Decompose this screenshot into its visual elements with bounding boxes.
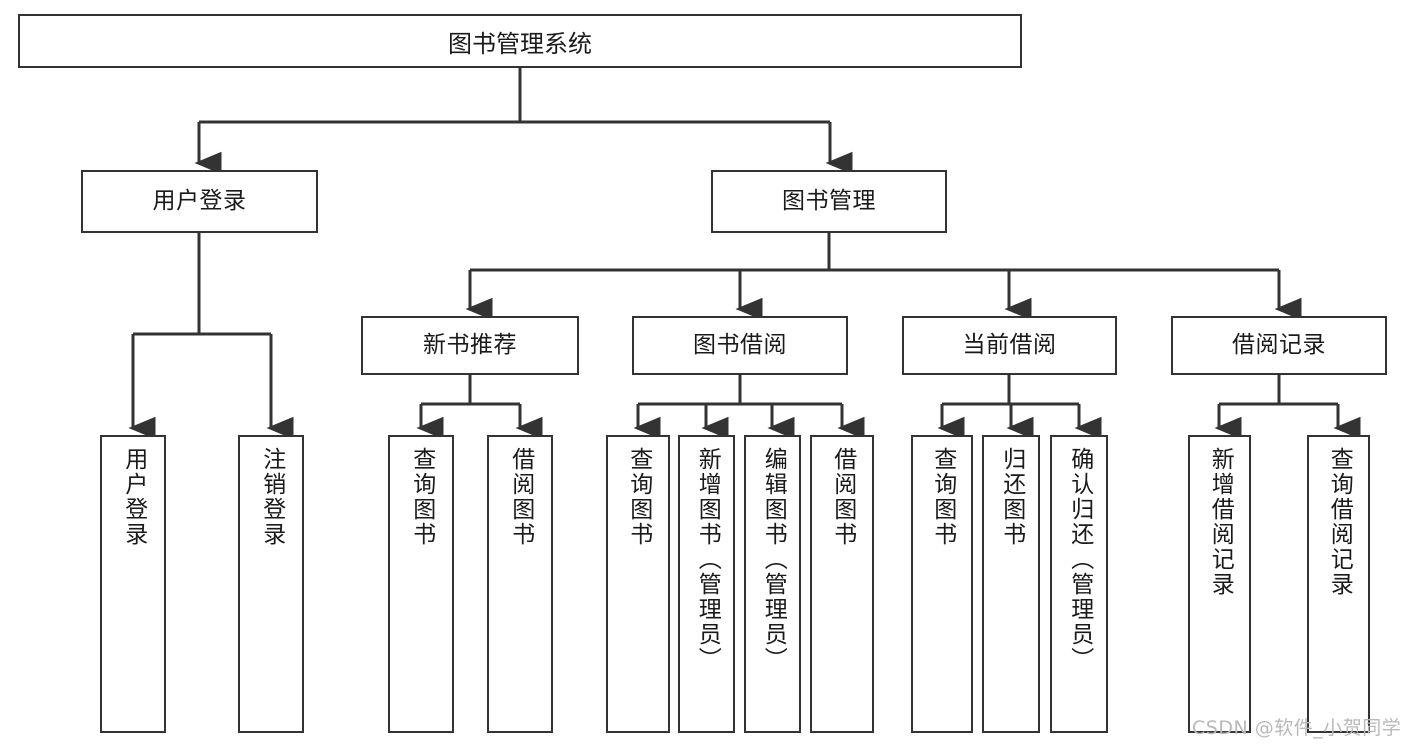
leaf-label: 借阅图书	[507, 447, 534, 547]
node-book-borrow[interactable]: 图书借阅	[632, 316, 848, 375]
node-root-label: 图书管理系统	[448, 29, 592, 58]
leaf-label: 归还图书	[998, 447, 1025, 547]
leaf-user-login[interactable]: 用户登录	[100, 435, 166, 733]
leaf-borrow-book-recommend[interactable]: 借阅图书	[487, 435, 553, 733]
leaf-label: 用户登录	[120, 447, 147, 547]
leaf-label: 编辑图书（管理员）	[760, 447, 787, 672]
node-book-management[interactable]: 图书管理	[711, 170, 947, 233]
node-borrow-records[interactable]: 借阅记录	[1171, 316, 1387, 375]
node-current-borrow[interactable]: 当前借阅	[902, 316, 1117, 375]
leaf-confirm-return-admin[interactable]: 确认归还（管理员）	[1050, 435, 1108, 733]
leaf-label: 确认归还（管理员）	[1066, 447, 1093, 672]
leaf-query-borrow-record[interactable]: 查询借阅记录	[1307, 435, 1370, 733]
leaf-add-book-admin[interactable]: 新增图书（管理员）	[678, 435, 735, 733]
node-borrow-records-label: 借阅记录	[1232, 331, 1326, 358]
leaf-label: 查询图书	[408, 447, 435, 547]
leaf-borrow-book[interactable]: 借阅图书	[810, 435, 874, 733]
leaf-logout-login[interactable]: 注销登录	[238, 435, 304, 733]
leaf-label: 借阅图书	[829, 447, 856, 547]
leaf-label: 查询借阅记录	[1326, 447, 1353, 597]
leaf-label: 注销登录	[258, 447, 285, 547]
node-root[interactable]: 图书管理系统	[18, 14, 1022, 68]
node-book-management-label: 图书管理	[782, 187, 876, 214]
leaf-add-borrow-record[interactable]: 新增借阅记录	[1188, 435, 1251, 733]
node-user-login-label: 用户登录	[152, 187, 247, 214]
leaf-query-book-recommend[interactable]: 查询图书	[388, 435, 454, 733]
csdn-watermark: CSDN @软件_小贺同学	[1192, 717, 1402, 739]
node-new-book-recommend-label: 新书推荐	[423, 331, 517, 358]
node-book-borrow-label: 图书借阅	[693, 331, 787, 358]
leaf-label: 新增借阅记录	[1207, 447, 1234, 597]
node-current-borrow-label: 当前借阅	[962, 331, 1057, 358]
leaf-label: 新增图书（管理员）	[694, 447, 721, 672]
leaf-edit-book-admin[interactable]: 编辑图书（管理员）	[744, 435, 801, 733]
node-user-login[interactable]: 用户登录	[81, 170, 318, 233]
leaf-query-book-borrow[interactable]: 查询图书	[606, 435, 670, 733]
leaf-query-book-current[interactable]: 查询图书	[911, 435, 973, 733]
leaf-return-book[interactable]: 归还图书	[982, 435, 1040, 733]
leaf-label: 查询图书	[929, 447, 956, 547]
node-new-book-recommend[interactable]: 新书推荐	[361, 316, 579, 375]
leaf-label: 查询图书	[625, 447, 652, 547]
